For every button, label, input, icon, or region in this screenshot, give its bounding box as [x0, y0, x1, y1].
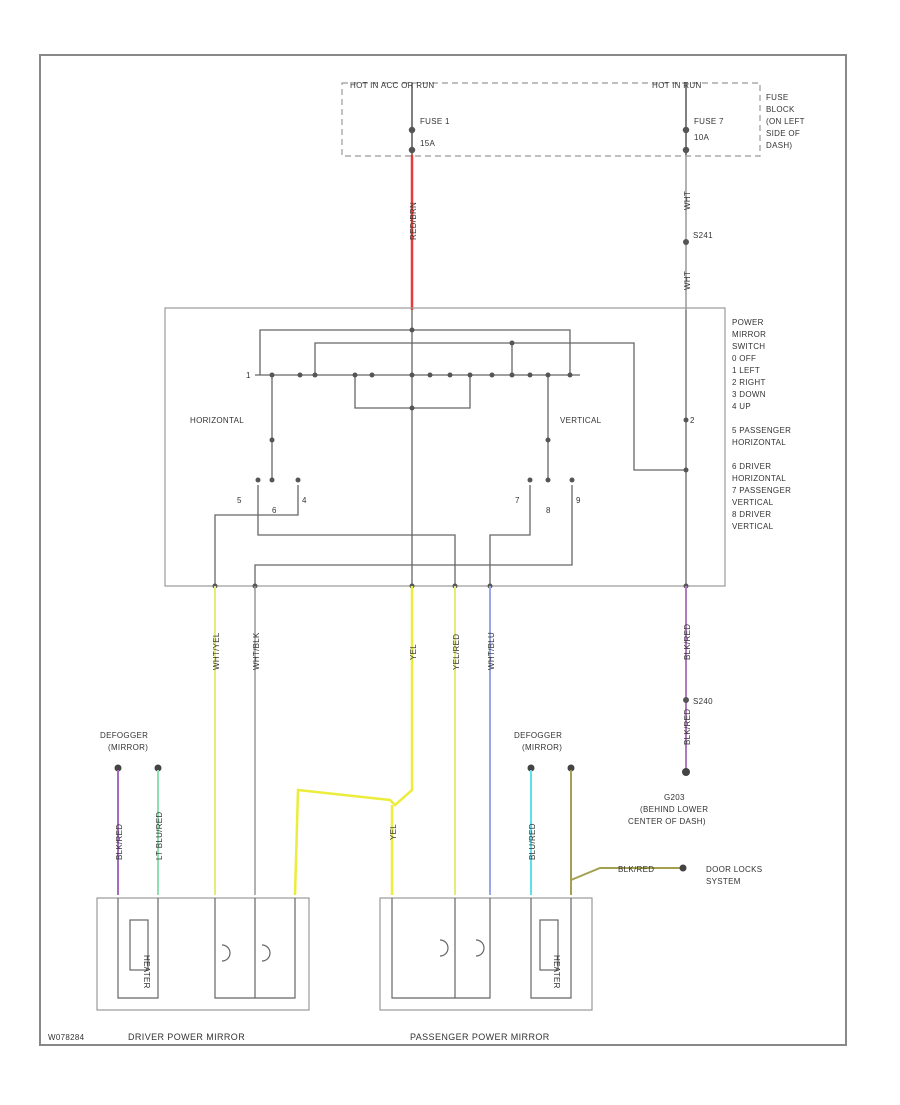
svg-text:LT BLU/RED: LT BLU/RED — [155, 812, 164, 861]
svg-text:5 PASSENGER: 5 PASSENGER — [732, 426, 791, 435]
svg-text:HORIZONTAL: HORIZONTAL — [732, 474, 786, 483]
switch-pin-4: 4 — [302, 496, 307, 505]
wire-wht-top-label: WHT — [683, 191, 692, 210]
svg-text:PASSENGER POWER MIRROR: PASSENGER POWER MIRROR — [410, 1032, 550, 1042]
svg-text:VERTICAL: VERTICAL — [732, 522, 774, 531]
switch-pin-5: 5 — [237, 496, 242, 505]
svg-text:SYSTEM: SYSTEM — [706, 877, 741, 886]
svg-text:3 DOWN: 3 DOWN — [732, 390, 766, 399]
splice-s241 — [683, 239, 689, 245]
passenger-power-mirror: HEATER PASSENGER POWER MIRROR — [379, 897, 593, 1042]
svg-text:FUSE: FUSE — [766, 93, 789, 102]
svg-text:HEATER: HEATER — [552, 955, 561, 989]
fuse1-rating: 15A — [420, 139, 435, 148]
switch-pin-7: 7 — [515, 496, 520, 505]
door-locks-connection: BLK/RED DOOR LOCKS SYSTEM — [570, 864, 762, 886]
svg-text:(MIRROR): (MIRROR) — [522, 743, 562, 752]
wire-yel-pass-label: YEL — [389, 824, 398, 840]
diagram-id: W078284 — [48, 1033, 85, 1042]
wire-red-label: RED/BRN — [409, 202, 418, 240]
splice-s240 — [683, 697, 689, 703]
svg-text:2 RIGHT: 2 RIGHT — [732, 378, 766, 387]
ground-terminal — [682, 768, 690, 776]
ground-label: G203 (BEHIND LOWER CENTER OF DASH) — [628, 793, 708, 826]
svg-text:6 DRIVER: 6 DRIVER — [732, 462, 771, 471]
fuse2-label: FUSE 7 — [694, 117, 724, 126]
svg-text:DEFOGGER: DEFOGGER — [514, 731, 562, 740]
defogger-left: DEFOGGER (MIRROR) BLK/RED LT BLU/RED — [100, 731, 164, 895]
svg-text:BLOCK: BLOCK — [766, 105, 795, 114]
splice-s241-label: S241 — [693, 231, 713, 240]
svg-text:8 DRIVER: 8 DRIVER — [732, 510, 771, 519]
wire-wht-yel-label: WHT/YEL — [212, 632, 221, 670]
svg-text:BLK/RED: BLK/RED — [618, 865, 654, 874]
switch-pin-1: 1 — [246, 371, 251, 380]
svg-text:(MIRROR): (MIRROR) — [108, 743, 148, 752]
fuse2-rating: 10A — [694, 133, 709, 142]
svg-text:(BEHIND LOWER: (BEHIND LOWER — [640, 805, 708, 814]
wire-wht-blu-label: WHT/BLU — [487, 632, 496, 670]
switch-pin-9: 9 — [576, 496, 581, 505]
fuse-bus-left: HOT IN ACC OR RUN — [350, 81, 435, 90]
wire-blk-red-label: BLK/RED — [683, 624, 692, 660]
vertical-label: VERTICAL — [560, 416, 602, 425]
horizontal-label: HORIZONTAL — [190, 416, 244, 425]
fuse-block: HOT IN ACC OR RUN HOT IN RUN FUSE 1 15A … — [341, 81, 805, 157]
svg-text:G203: G203 — [664, 793, 685, 802]
wire-yel-red-label: YEL/RED — [452, 634, 461, 670]
wire-wht-blk-label: WHT/BLK — [252, 632, 261, 670]
driver-power-mirror: HEATER DRIVER POWER MIRROR — [96, 897, 310, 1042]
svg-text:HEATER: HEATER — [142, 955, 151, 989]
svg-text:VERTICAL: VERTICAL — [732, 498, 774, 507]
switch-pin-6: 6 — [272, 506, 277, 515]
svg-text:SIDE OF: SIDE OF — [766, 129, 800, 138]
svg-text:1 LEFT: 1 LEFT — [732, 366, 760, 375]
svg-text:(ON LEFT: (ON LEFT — [766, 117, 805, 126]
svg-text:SWITCH: SWITCH — [732, 342, 765, 351]
svg-text:0 OFF: 0 OFF — [732, 354, 756, 363]
svg-text:DEFOGGER: DEFOGGER — [100, 731, 148, 740]
switch-pin-8: 8 — [546, 506, 551, 515]
svg-text:POWER: POWER — [732, 318, 764, 327]
svg-text:DASH): DASH) — [766, 141, 792, 150]
svg-text:DRIVER POWER MIRROR: DRIVER POWER MIRROR — [128, 1032, 245, 1042]
switch-pin-2: 2 — [690, 416, 695, 425]
fuse-bus-right: HOT IN RUN — [652, 81, 702, 90]
wire-yel-label: YEL — [409, 644, 418, 660]
wire-yel — [293, 586, 414, 896]
wire-blk-red-2-label: BLK/RED — [683, 709, 692, 745]
svg-text:HORIZONTAL: HORIZONTAL — [732, 438, 786, 447]
svg-text:BLK/RED: BLK/RED — [115, 824, 124, 860]
switch-legend: POWER MIRROR SWITCH 0 OFF 1 LEFT 2 RIGHT… — [732, 318, 791, 531]
svg-text:BLU/RED: BLU/RED — [528, 823, 537, 860]
svg-text:4 UP: 4 UP — [732, 402, 751, 411]
wire-wht-mid-label: WHT — [683, 271, 692, 290]
svg-text:CENTER OF DASH): CENTER OF DASH) — [628, 817, 706, 826]
splice-s240-label: S240 — [693, 697, 713, 706]
svg-text:MIRROR: MIRROR — [732, 330, 766, 339]
svg-text:7 PASSENGER: 7 PASSENGER — [732, 486, 791, 495]
diagram-border — [39, 54, 847, 1046]
power-mirror-switch: HORIZONTAL VERTICAL 1 5 6 4 7 8 9 2 POWE… — [164, 307, 791, 589]
fuse1-label: FUSE 1 — [420, 117, 450, 126]
svg-text:DOOR LOCKS: DOOR LOCKS — [706, 865, 762, 874]
defogger-right: DEFOGGER (MIRROR) BLU/RED — [514, 731, 575, 895]
fuse-block-location: FUSE BLOCK (ON LEFT SIDE OF DASH) — [766, 93, 805, 150]
